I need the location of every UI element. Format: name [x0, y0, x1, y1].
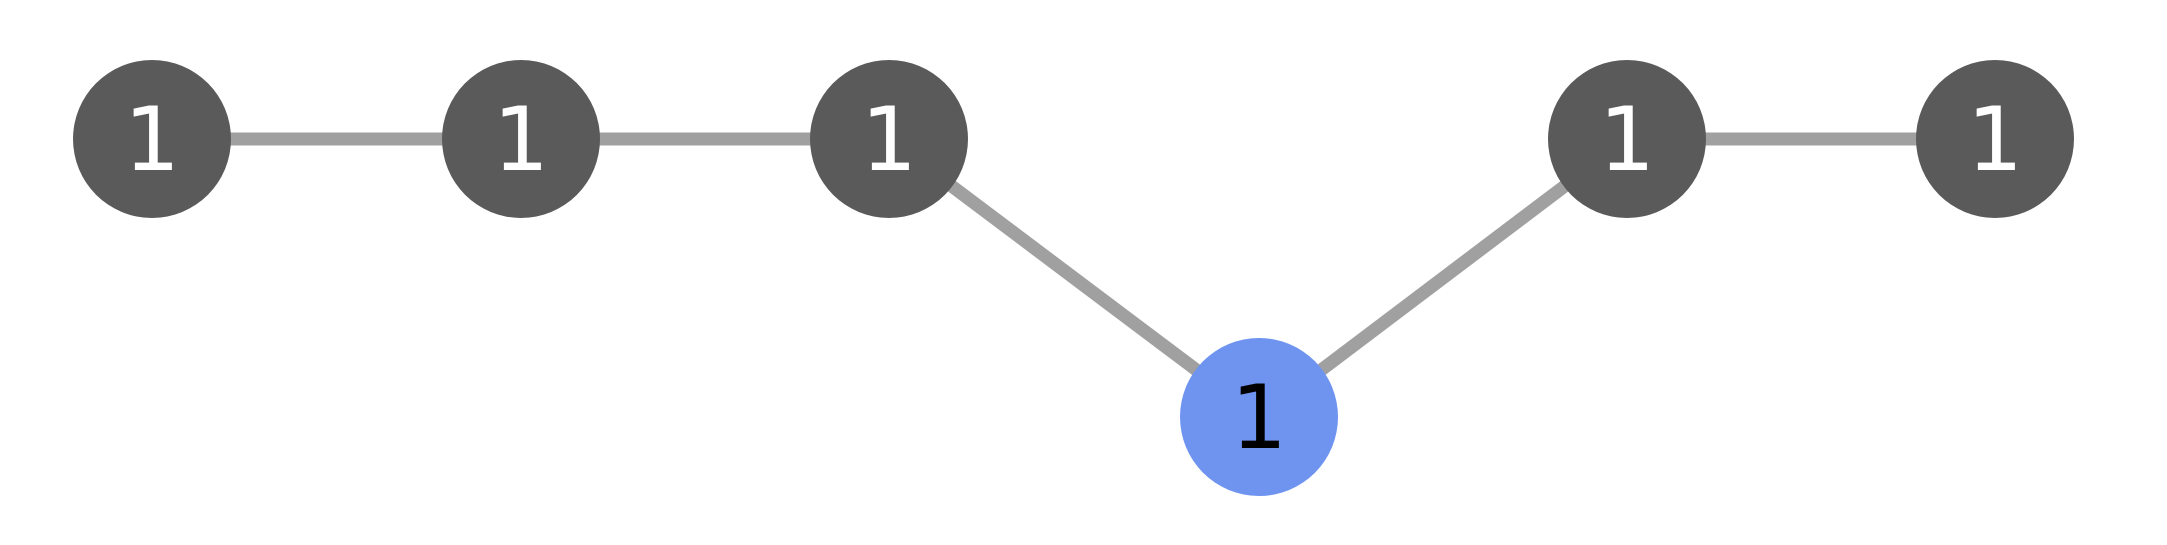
graph-node [810, 60, 968, 218]
graph-node [73, 60, 231, 218]
graph-node [442, 60, 600, 218]
graph-node [1916, 60, 2074, 218]
graph-node-highlighted [1180, 338, 1338, 496]
graph-node [1548, 60, 1706, 218]
